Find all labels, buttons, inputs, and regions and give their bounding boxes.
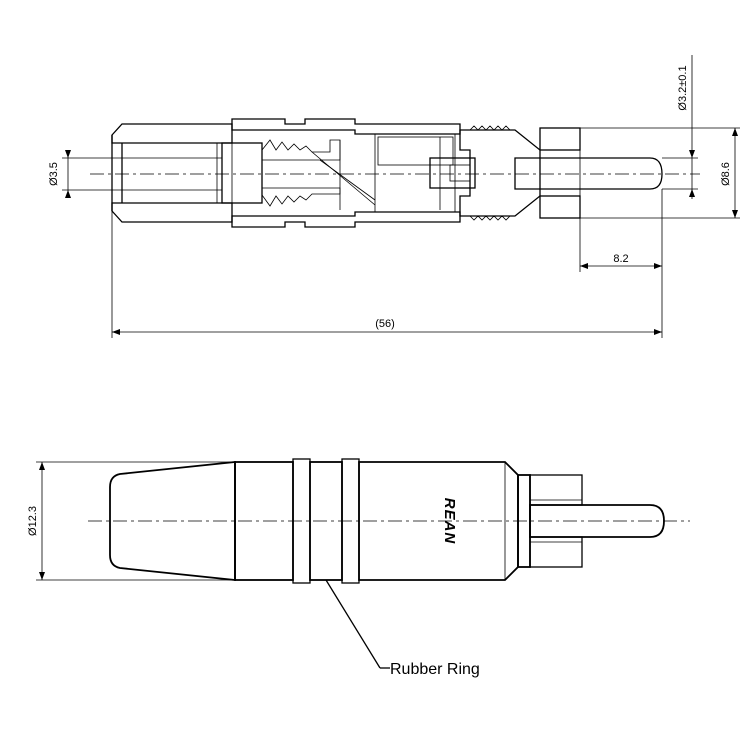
shell-section-top [231,118,461,135]
dim-total-length: (56) [375,318,395,330]
dimensions-bottom: Ø12.3 [27,461,235,581]
clamp-teeth [261,139,341,161]
insulator-section [459,129,541,217]
dim-body-diameter: Ø12.3 [27,506,39,536]
shell-section-bottom [231,211,461,228]
external-view: REAN [88,458,690,584]
boot-exterior [109,461,236,581]
boot-section-bottom [111,202,233,223]
dim-pin-length: 8.2 [613,253,628,265]
dimensions-top: Ø3.5 Ø3.2±0.1 Ø8.6 8.2 (56) [48,55,740,338]
center-pin-section [514,157,663,190]
rubber-ring-callout: Rubber Ring [325,579,480,678]
dim-inner-diameter: Ø3.5 [48,162,60,186]
dim-shell-diameter: Ø8.6 [720,162,732,186]
dim-pin-diameter: Ø3.2±0.1 [677,65,689,110]
boot-section-top [111,123,233,144]
callout-label: Rubber Ring [390,661,480,678]
section-view [90,118,700,228]
